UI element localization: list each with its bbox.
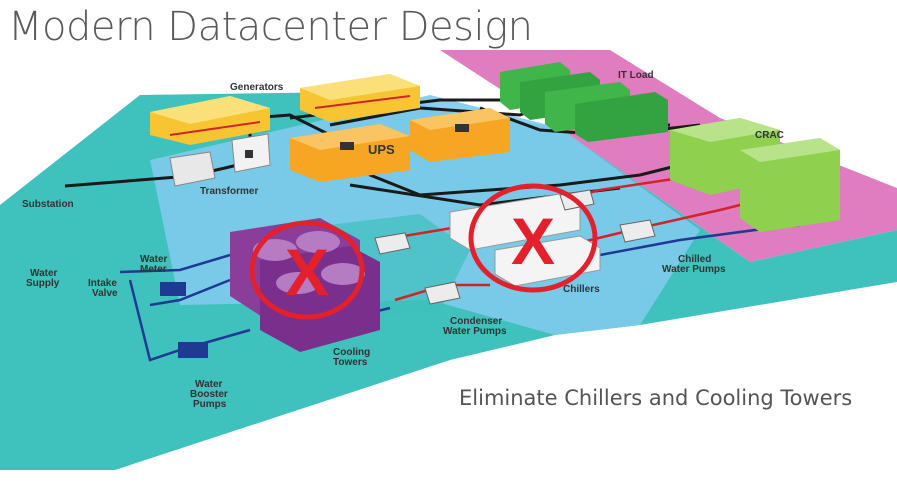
label-cooling-towers-1: Cooling bbox=[333, 347, 370, 358]
label-water-booster-1: Water bbox=[195, 379, 223, 390]
chiller-cross-circle bbox=[468, 183, 598, 293]
label-chillers: Chillers bbox=[563, 284, 600, 295]
eliminate-marks: X X bbox=[249, 183, 598, 320]
label-crac: CRAC bbox=[755, 130, 784, 141]
label-water-supply-1: Water bbox=[30, 268, 58, 279]
cooling-tower-x: X bbox=[285, 235, 329, 309]
label-condenser-1: Condenser bbox=[450, 316, 502, 327]
label-water-booster-3: Pumps bbox=[193, 399, 227, 410]
label-intake-valve-2: Valve bbox=[92, 288, 118, 299]
chiller-x: X bbox=[511, 204, 555, 278]
label-it-load: IT Load bbox=[618, 70, 654, 81]
label-cooling-towers-2: Towers bbox=[333, 357, 368, 368]
transformer-equipment bbox=[169, 133, 271, 187]
label-water-supply-2: Supply bbox=[26, 278, 60, 289]
ups-units bbox=[290, 108, 510, 182]
generator-units bbox=[150, 74, 420, 145]
label-intake-valve-1: Intake bbox=[88, 278, 117, 289]
label-condenser-2: Water Pumps bbox=[443, 326, 507, 337]
it-load-racks bbox=[500, 62, 668, 142]
slide-title: Modern Datacenter Design bbox=[8, 4, 533, 50]
label-water-meter-1: Water bbox=[140, 254, 168, 265]
crac-units bbox=[670, 118, 840, 232]
label-chilled-1: Chilled bbox=[678, 254, 711, 265]
label-substation: Substation bbox=[22, 199, 74, 210]
label-water-booster-2: Booster bbox=[190, 389, 228, 400]
label-ups: UPS bbox=[368, 142, 395, 157]
component-labels: Generators IT Load CRAC UPS Transformer … bbox=[22, 70, 784, 410]
label-generators: Generators bbox=[230, 82, 284, 93]
label-transformer: Transformer bbox=[200, 186, 258, 197]
label-water-meter-2: Meter bbox=[140, 264, 167, 275]
slide-caption: Eliminate Chillers and Cooling Towers bbox=[459, 386, 853, 410]
cooling-tower-cross-circle bbox=[249, 220, 365, 320]
label-chilled-2: Water Pumps bbox=[662, 264, 726, 275]
